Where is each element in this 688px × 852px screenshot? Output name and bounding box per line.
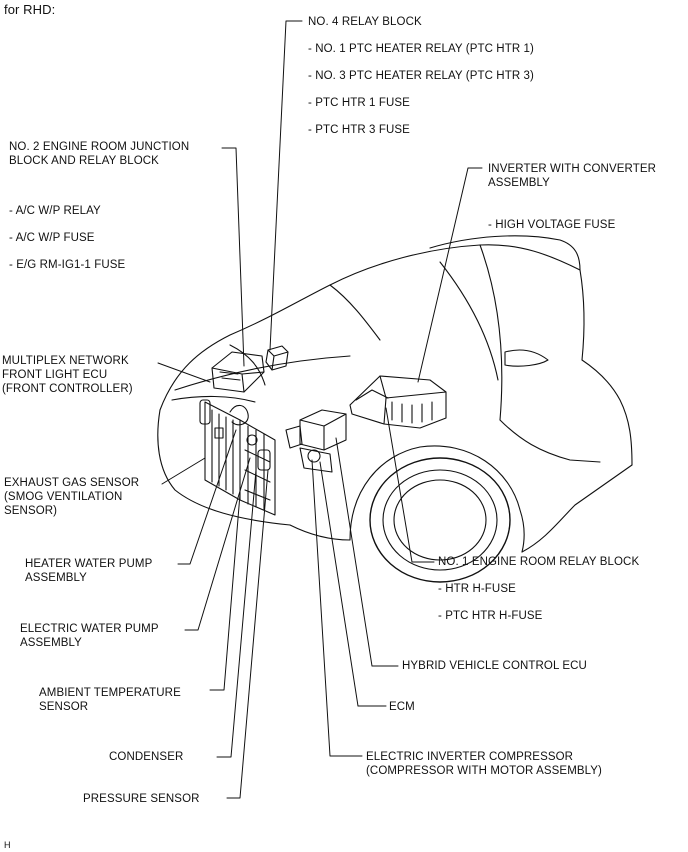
relay-block-1-label: NO. 1 ENGINE ROOM RELAY BLOCK	[438, 556, 640, 568]
junction-block-2-item: - A/C W/P FUSE	[9, 232, 95, 244]
front-components	[199, 399, 271, 471]
condenser-label: CONDENSER	[109, 751, 184, 763]
ecm-label: ECM	[389, 701, 415, 713]
multiplex-ecu-label: MULTIPLEX NETWORK FRONT LIGHT ECU (FRONT…	[2, 355, 133, 395]
relay-block-4-item: - PTC HTR 3 FUSE	[308, 124, 410, 136]
relay-block-1-item: - HTR H-FUSE	[438, 583, 516, 595]
exhaust-sensor-label: EXHAUST GAS SENSOR (SMOG VENTILATION SEN…	[4, 477, 140, 517]
junction-block-2-label: NO. 2 ENGINE ROOM JUNCTION BLOCK AND REL…	[9, 141, 190, 167]
inverter-shape	[349, 375, 447, 429]
compressor-label: ELECTRIC INVERTER COMPRESSOR (COMPRESSOR…	[366, 751, 602, 777]
pressure-sensor-label: PRESSURE SENSOR	[83, 793, 200, 805]
relay-block-4-item: - NO. 1 PTC HEATER RELAY (PTC HTR 1)	[308, 43, 534, 55]
hv-ecu-label: HYBRID VEHICLE CONTROL ECU	[402, 660, 587, 672]
junction-block-2-shape	[211, 351, 265, 393]
inverter-item: - HIGH VOLTAGE FUSE	[488, 219, 616, 231]
heater-pump-label: HEATER WATER PUMP ASSEMBLY	[25, 558, 153, 584]
relay-block-1-item: - PTC HTR H-FUSE	[438, 610, 543, 622]
car-outline	[157, 235, 633, 583]
electric-pump-label: ELECTRIC WATER PUMP ASSEMBLY	[20, 623, 159, 649]
relay-block-4-shape	[265, 345, 289, 371]
variant-label: for RHD:	[4, 2, 56, 17]
leader-lines	[157, 20, 483, 799]
junction-block-2-item: - A/C W/P RELAY	[9, 205, 101, 217]
ambient-sensor-label: AMBIENT TEMPERATURE SENSOR	[39, 687, 181, 713]
engine-components	[285, 409, 347, 473]
relay-block-4-item: - PTC HTR 1 FUSE	[308, 97, 410, 109]
junction-block-2-item: - E/G RM-IG1-1 FUSE	[9, 259, 126, 271]
relay-block-4-label: NO. 4 RELAY BLOCK	[308, 16, 422, 28]
relay-block-4-item: - NO. 3 PTC HEATER RELAY (PTC HTR 3)	[308, 70, 534, 82]
figure-code: H	[4, 840, 11, 850]
inverter-label: INVERTER WITH CONVERTER ASSEMBLY	[488, 163, 656, 189]
